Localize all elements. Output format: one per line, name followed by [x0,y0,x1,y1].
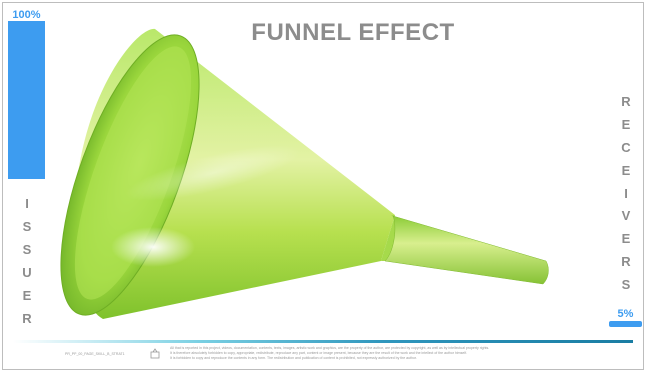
receivers-percentage: 5% [609,308,642,320]
funnel-illustration [3,3,643,369]
legal-notice: All that is reported in this project, vi… [170,346,590,361]
receivers-label: R E C E I V E R S [620,95,632,291]
funnel-spout [385,216,548,284]
author-logo-icon [149,348,161,360]
footer-code: PR_PP_00_PAGE_SKILL_B_STRAT1 [65,352,125,356]
footer-divider [13,340,633,343]
issuer-label: I S S U E R [21,197,33,325]
receivers-bar [609,321,642,327]
